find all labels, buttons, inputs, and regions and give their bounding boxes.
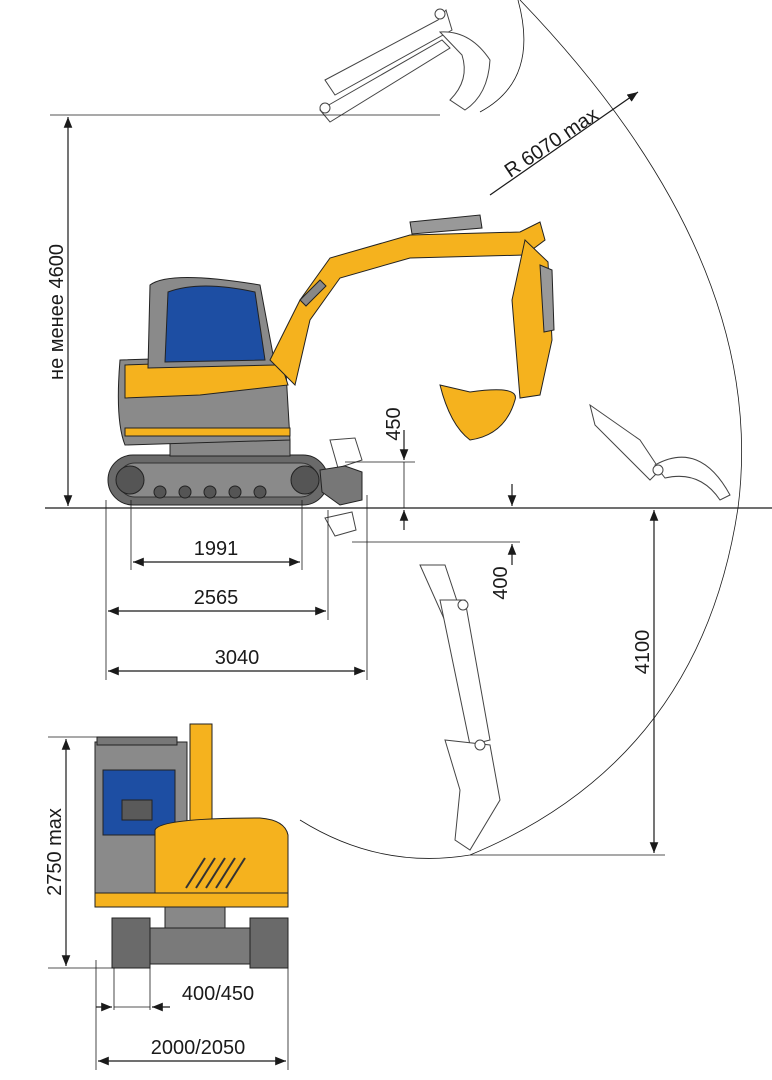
track-length-label: 2565 [194,587,239,609]
overall-length-label: 3040 [215,647,260,669]
top-arc [479,0,525,113]
ghost-down-arm [419,564,501,851]
cab-window [164,285,266,363]
front-right-track [249,917,289,969]
excavator-side-view [107,214,555,506]
excavator-front-view [94,723,289,969]
dozer-blade [319,465,363,506]
track-width-label: 400/450 [182,983,254,1005]
front-engine-cover [154,817,289,894]
track-contact-label: 1991 [194,538,239,560]
dig-depth-label: 4100 [632,630,654,675]
overall-height-label: 2750 max [44,808,66,896]
reach-radius-dim-line [489,91,639,196]
track-rollers [115,465,320,499]
min-height-label: не менее 4600 [46,244,68,380]
dig-arc [299,507,739,859]
blade-depth-label: 400 [490,566,512,599]
front-left-track [111,917,151,969]
ghost-blade [324,437,363,537]
ghost-right-bucket [589,403,731,501]
reach-arc [519,0,743,509]
ghost-top-arm [319,8,491,123]
blade-lift-label: 450 [383,407,405,440]
overall-width-label: 2000/2050 [151,1037,246,1059]
reach-radius-label: R 6070 max [501,104,603,183]
boom [269,221,546,386]
bucket [439,384,516,441]
